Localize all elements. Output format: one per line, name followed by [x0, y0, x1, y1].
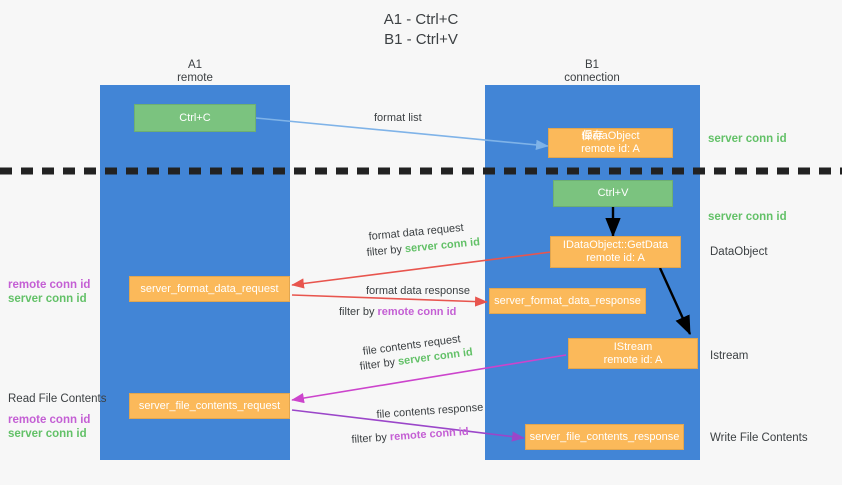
left-label-server-conn-id-lower: server conn id: [8, 428, 87, 440]
box-new-dataobject-line2: remote id: A: [581, 143, 640, 155]
left-label-remote-conn-id-upper: remote conn id: [8, 279, 91, 291]
box-server-file-contents-request-label: server_file_contents_request: [138, 399, 281, 412]
filter-id-remote-conn: remote conn id: [389, 425, 469, 444]
right-label-server-conn-id-second: server conn id: [708, 211, 787, 223]
edge-label-file-contents-response: file contents response: [376, 401, 484, 421]
edge-label-format-list: format list: [374, 112, 422, 124]
filter-prefix: filter by: [339, 306, 378, 318]
left-label-server-conn-id-upper: server conn id: [8, 293, 87, 305]
box-istream-line1: IStream: [613, 340, 653, 353]
filter-id-remote-conn: remote conn id: [377, 306, 457, 318]
box-server-format-data-request[interactable]: server_format_data_request: [129, 276, 290, 302]
box-ctrl-c-label: Ctrl+C: [179, 111, 211, 124]
box-new-dataobject[interactable]: IDataObject 保存 remote id: A: [548, 128, 673, 158]
box-ctrl-v[interactable]: Ctrl+V: [553, 180, 673, 207]
box-getdata-line1: IDataObject::GetData: [562, 239, 669, 251]
box-new-dataobject-overlay: 保存: [581, 130, 604, 142]
title-line-2: B1 - Ctrl+V: [384, 31, 458, 48]
column-b1-sub: connection: [564, 72, 620, 84]
edge-label-file-contents-response-filter: filter by remote conn id: [351, 425, 469, 447]
box-server-file-contents-response-label: server_file_contents_response: [529, 430, 680, 443]
column-a1-name: A1: [187, 59, 203, 71]
box-new-dataobject-line1-wrap: IDataObject 保存: [581, 130, 639, 143]
right-label-write-file-contents: Write File Contents: [710, 432, 808, 444]
filter-prefix: filter by: [366, 243, 406, 259]
right-label-istream: Istream: [710, 350, 749, 362]
page-title: A1 - Ctrl+C B1 - Ctrl+V: [0, 10, 842, 50]
box-server-format-data-response-label: server_format_data_response: [494, 294, 641, 307]
edge-label-format-data-response: format data response: [366, 285, 470, 297]
edge-label-format-data-response-filter: filter by remote conn id: [339, 305, 456, 319]
filter-prefix: filter by: [351, 431, 391, 446]
box-istream[interactable]: IStream remote id: A: [568, 338, 698, 369]
title-line-1: A1 - Ctrl+C: [383, 11, 459, 28]
column-b1-name: B1: [584, 59, 600, 71]
filter-prefix: filter by: [359, 355, 399, 373]
left-label-remote-conn-id-lower: remote conn id: [8, 414, 91, 426]
box-ctrl-c[interactable]: Ctrl+C: [134, 104, 256, 132]
left-label-read-file-contents: Read File Contents: [8, 393, 107, 405]
box-new-dataobject-line1: IDataObject: [581, 130, 640, 142]
box-server-file-contents-request[interactable]: server_file_contents_request: [129, 393, 290, 419]
right-label-dataobject: DataObject: [710, 246, 768, 258]
column-header-a1: A1 remote: [125, 59, 265, 85]
box-getdata-line2: remote id: A: [586, 252, 645, 264]
box-istream-line2: remote id: A: [603, 353, 663, 366]
box-server-format-data-request-label: server_format_data_request: [140, 282, 279, 295]
box-server-format-data-response[interactable]: server_format_data_response: [489, 288, 646, 314]
box-ctrl-v-label: Ctrl+V: [597, 187, 629, 199]
box-idataobject-getdata[interactable]: IDataObject::GetData remote id: A: [550, 236, 681, 268]
column-a1-sub: remote: [177, 72, 213, 84]
column-header-b1: B1 connection: [522, 59, 662, 85]
right-label-server-conn-id-top: server conn id: [708, 133, 787, 145]
box-server-file-contents-response[interactable]: server_file_contents_response: [525, 424, 684, 450]
